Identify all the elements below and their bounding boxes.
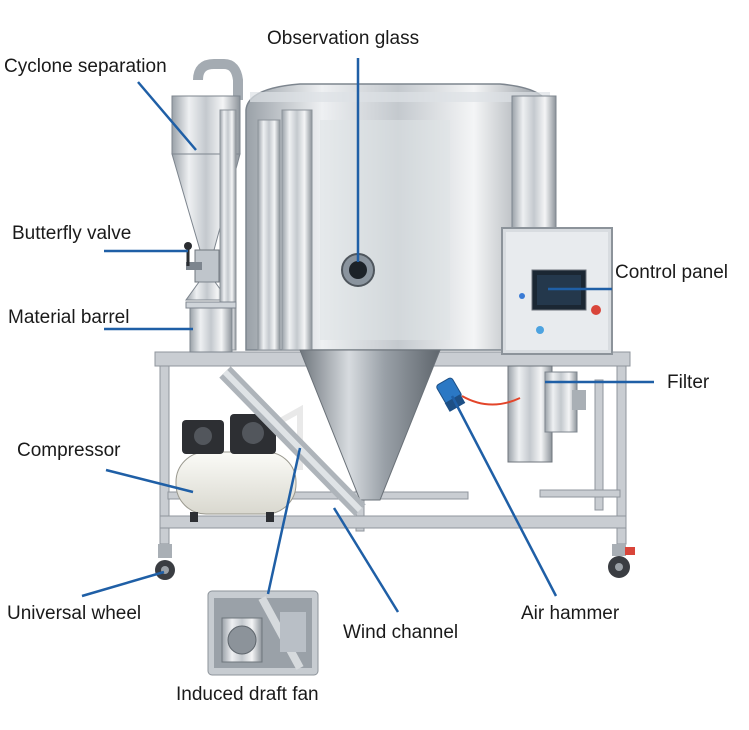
label-butterfly-valve: Butterfly valve [12, 223, 132, 244]
air-hammer-cable [461, 395, 521, 406]
cyclone-separator [171, 59, 243, 351]
observation-glass [341, 253, 375, 287]
leader-compressor [105, 468, 194, 494]
label-wind-channel: Wind channel [343, 622, 459, 643]
leader-universal-wheel [81, 570, 165, 598]
label-cyclone-separation: Cyclone separation [4, 56, 167, 77]
label-filter: Filter [667, 372, 710, 393]
control-panel [501, 227, 613, 355]
air-hammer [436, 377, 466, 412]
induced-draft-fan-inset [207, 590, 319, 676]
compressor [175, 404, 303, 522]
leader-lines [81, 58, 654, 613]
label-air-hammer: Air hammer [521, 603, 620, 624]
label-universal-wheel: Universal wheel [7, 603, 142, 624]
butterfly-valve [184, 242, 202, 270]
label-observation-glass: Observation glass [267, 28, 420, 49]
leader-wind-channel [332, 507, 400, 613]
label-control-panel: Control panel [615, 262, 729, 283]
wind-channel [219, 366, 366, 516]
label-induced-draft-fan: Induced draft fan [176, 684, 319, 705]
universal-wheel-left [155, 544, 175, 580]
label-material-barrel: Material barrel [8, 307, 130, 328]
universal-wheel-right [608, 544, 635, 578]
material-barrel [185, 301, 237, 353]
filter-unit [507, 365, 586, 463]
label-compressor: Compressor [17, 440, 121, 461]
leader-cyclone-separation [137, 81, 197, 151]
leader-air-hammer [450, 395, 558, 597]
leader-induced-draft-fan [266, 447, 302, 595]
